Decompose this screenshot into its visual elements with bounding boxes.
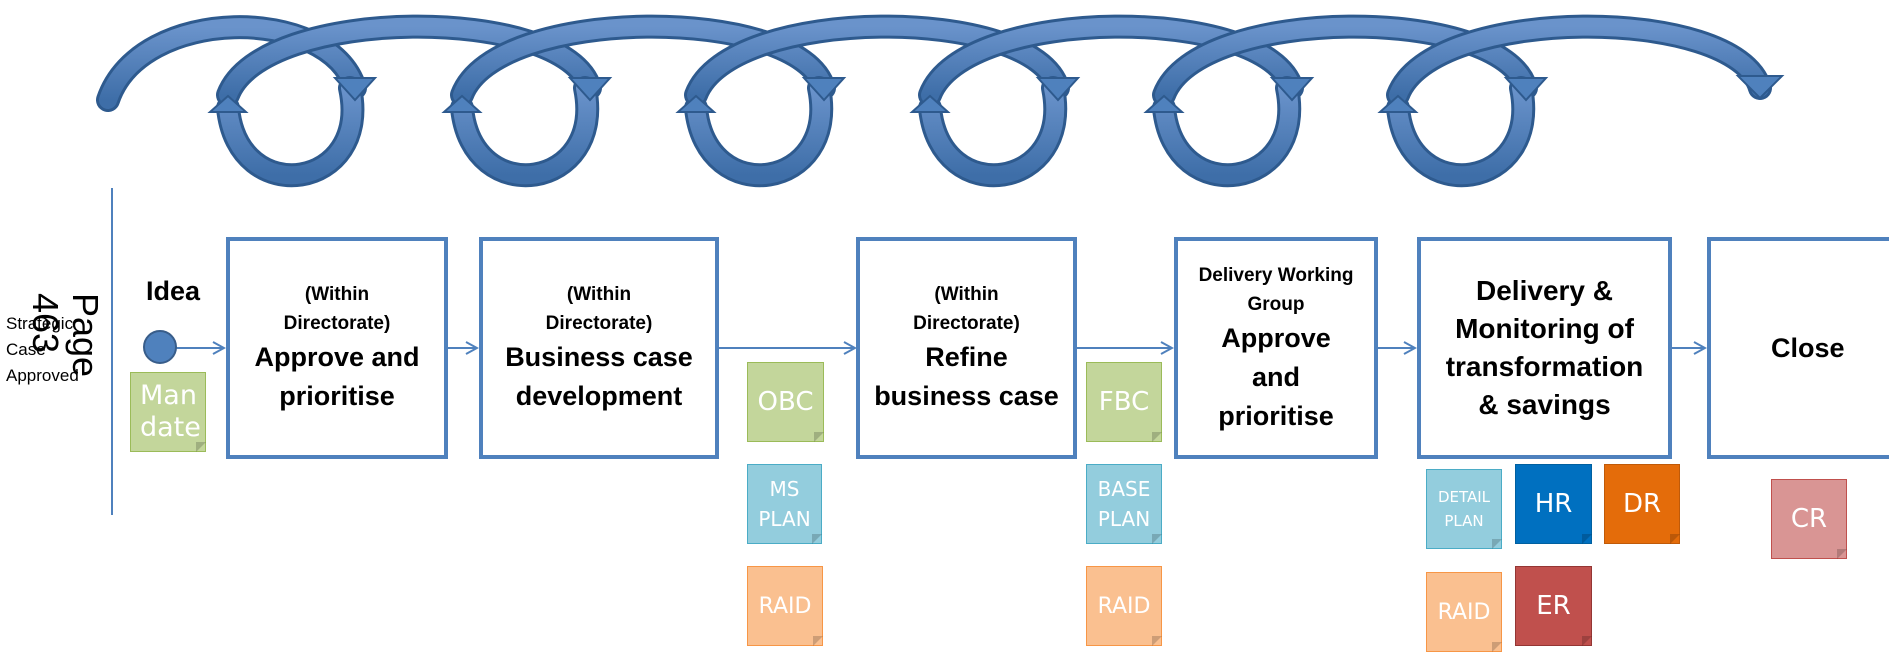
idea-dot-icon [143, 330, 177, 364]
stage-title: Business case development [505, 342, 693, 411]
doc-label: BASE PLAN [1097, 477, 1151, 531]
stage-title: Close [1771, 332, 1845, 363]
doc-label: HR [1534, 489, 1573, 519]
stage-subtitle: (Within Directorate) [913, 284, 1020, 334]
doc-hr: HR [1515, 464, 1592, 544]
loop-arrow-5 [918, 14, 1304, 188]
doc-label: DETAIL PLAN [1437, 488, 1491, 530]
strategic-case-approved-label: Strategic Case Approved [6, 314, 79, 385]
doc-detail-plan: DETAIL PLAN [1426, 469, 1502, 549]
idea-label: Idea [146, 276, 201, 306]
stage-title: Approve and prioritise [1218, 322, 1334, 431]
stage-title: Refine business case [874, 342, 1059, 411]
loop-arrow-3 [450, 14, 836, 188]
doc-fbc: FBC [1086, 362, 1162, 442]
stage-approve-and-prioritise: (Within Directorate) Approve and priorit… [226, 237, 448, 459]
stage-delivery-working-group-approve: Delivery Working Group Approve and prior… [1174, 237, 1378, 459]
doc-mandate: Man date [130, 372, 206, 452]
doc-base-plan: BASE PLAN [1086, 464, 1162, 544]
doc-label: ER [1536, 591, 1571, 621]
stage-delivery-and-monitoring: Delivery & Monitoring of transformation … [1417, 237, 1672, 459]
stage-refine-business-case: (Within Directorate) Refine business cas… [856, 237, 1077, 459]
stage-title: Delivery & Monitoring of transformation … [1445, 275, 1644, 420]
loop-arrow-4 [684, 14, 1070, 188]
stage-title: Approve and prioritise [254, 342, 420, 411]
doc-raid-3: RAID [1426, 572, 1502, 652]
doc-label: MS PLAN [758, 477, 811, 531]
doc-label: Man date [140, 380, 201, 443]
loop-arrow-1 [96, 15, 367, 188]
doc-label: RAID [1437, 599, 1491, 625]
doc-ms-plan: MS PLAN [747, 464, 822, 544]
stage-subtitle: (Within Directorate) [545, 284, 653, 334]
loop-arrow-heads [207, 75, 1785, 113]
doc-label: CR [1790, 504, 1828, 534]
loop-arrow-6 [1152, 14, 1538, 188]
loop-arrows [96, 14, 1772, 188]
doc-label: RAID [758, 593, 812, 619]
doc-dr: DR [1604, 464, 1680, 544]
doc-cr: CR [1771, 479, 1847, 559]
stage-subtitle: (Within Directorate) [283, 284, 391, 334]
doc-label: RAID [1097, 593, 1151, 619]
doc-label: DR [1622, 489, 1662, 519]
loop-arrow-7 [1386, 14, 1772, 107]
stage-close: Close [1707, 237, 1889, 459]
loop-arrow-2 [216, 14, 602, 188]
doc-obc: OBC [747, 362, 824, 442]
doc-raid-2: RAID [1086, 566, 1162, 646]
doc-raid-1: RAID [747, 566, 823, 646]
doc-label: OBC [757, 387, 814, 417]
doc-label: FBC [1098, 387, 1150, 417]
stage-subtitle: Delivery Working Group [1198, 264, 1354, 315]
doc-er: ER [1515, 566, 1592, 646]
stage-business-case-development: (Within Directorate) Business case devel… [479, 237, 719, 459]
